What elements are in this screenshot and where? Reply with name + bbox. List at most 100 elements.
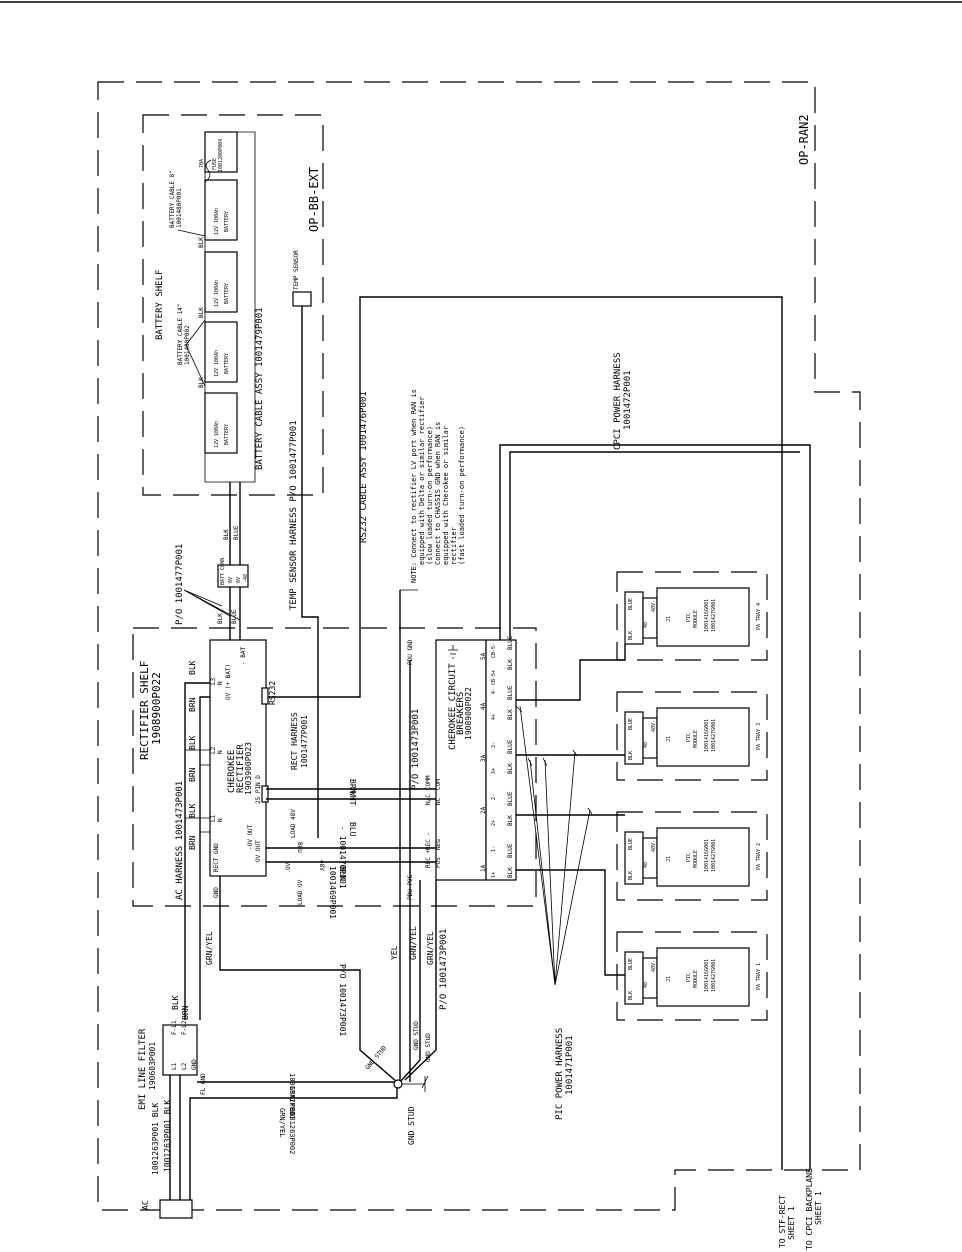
- svg-text:BLK: BLK: [223, 529, 230, 540]
- svg-text:J1: J1: [666, 616, 672, 622]
- svg-text:1-: 1-: [491, 846, 497, 852]
- svg-text:N: N: [217, 818, 224, 822]
- svg-text:L1: L1: [171, 1062, 178, 1070]
- pic-module-tray-2: BLK BLUE 48 48V- J1 PIC MODULE 1001416G0…: [616, 811, 768, 901]
- svg-text:12V 100Ah: 12V 100Ah: [214, 421, 220, 448]
- svg-text:3-: 3-: [491, 742, 497, 748]
- svg-text:BLUE: BLUE: [507, 635, 514, 650]
- svg-text:OV OUT: OV OUT: [255, 840, 262, 862]
- svg-text:48: 48: [643, 982, 649, 988]
- svg-text:BATT CONN: BATT CONN: [220, 558, 226, 585]
- svg-text:1001416G001: 1001416G001: [704, 599, 710, 632]
- svg-text:1001477P001: 1001477P001: [300, 715, 309, 768]
- battery-shelf-label: BATTERY SHELF: [155, 270, 165, 340]
- svg-text:12V 100Ah: 12V 100Ah: [214, 280, 220, 307]
- op-bb-ext-frame: OP-BB-EXT: [142, 114, 324, 496]
- svg-text:1001541P001: 1001541P001: [288, 1073, 296, 1119]
- svg-text:BLK: BLK: [507, 815, 514, 826]
- svg-text:BATTERY: BATTERY: [224, 353, 230, 374]
- svg-text:L1: L1: [210, 814, 217, 822]
- svg-text:BLUE: BLUE: [628, 838, 634, 850]
- svg-text:2-: 2-: [491, 794, 497, 800]
- svg-text:48V-: 48V-: [651, 720, 657, 732]
- svg-text:COM: COM: [435, 779, 442, 790]
- svg-text:BLK: BLK: [198, 237, 205, 248]
- svg-text:1001416G001: 1001416G001: [704, 719, 710, 752]
- temp-sensor-harness: TEMP SENSOR HARNESS P/O 1001477P001: [289, 420, 299, 610]
- svg-text:GRN/YEL: GRN/YEL: [278, 1108, 286, 1138]
- svg-text:1908900P022: 1908900P022: [464, 687, 473, 740]
- rs232-port: [261, 687, 269, 705]
- svg-text:3+: 3+: [491, 768, 497, 774]
- svg-text:GRN/YEL: GRN/YEL: [409, 926, 418, 960]
- svg-text:CB-5+: CB-5+: [491, 670, 497, 685]
- svg-text:FL GND: FL GND: [200, 1073, 207, 1095]
- svg-text:L3: L3: [210, 677, 217, 685]
- circuit-breakers: CHEROKEE CIRCUIT BREAKERS 1908900P022 P/…: [407, 635, 517, 900]
- svg-text:BLK: BLK: [507, 709, 514, 720]
- svg-text:48V: 48V: [318, 860, 325, 871]
- svg-text:GND STUD: GND STUD: [425, 1033, 432, 1062]
- battery-cell-1: 12V 100Ah BATTERY: [204, 392, 238, 454]
- svg-text:BLUE: BLUE: [231, 609, 238, 624]
- svg-text:48: 48: [643, 742, 649, 748]
- svg-text:PIC: PIC: [686, 613, 692, 622]
- svg-text:5A: 5A: [480, 652, 487, 660]
- svg-text:LOAD OV: LOAD OV: [297, 879, 304, 905]
- battery-cell-2: 12V 100Ah BATTERY: [204, 321, 238, 383]
- svg-text:BRN: BRN: [181, 1005, 190, 1020]
- svg-text:OV (+ BAT): OV (+ BAT): [225, 664, 232, 700]
- svg-text:GRN/YEL: GRN/YEL: [205, 931, 214, 965]
- svg-text:GRN/YEL: GRN/YEL: [426, 931, 435, 965]
- svg-text:4A: 4A: [480, 702, 487, 710]
- svg-text:BLK: BLK: [198, 377, 205, 388]
- svg-text:WHT: WHT: [348, 791, 357, 806]
- batt-conn: BATT CONN 0V 0V -48 P/O 1001477P001 BLK …: [175, 544, 249, 625]
- ac-input: AC 1001263P001 BLK 1001263P001 BLK GRN/Y…: [141, 1075, 398, 1219]
- svg-text:PA TRAY 4: PA TRAY 4: [756, 603, 762, 630]
- svg-text:BLU: BLU: [348, 822, 357, 837]
- svg-text:BLUE: BLUE: [507, 791, 514, 806]
- svg-text:0V: 0V: [236, 577, 242, 583]
- svg-text:RECTIFIER: RECTIFIER: [236, 744, 246, 793]
- svg-text:1001263P002: 1001263P002: [288, 1108, 296, 1154]
- svg-text:BLK: BLK: [217, 613, 224, 624]
- pic-module-tray-4: BLK BLUE 48 48V- J1 PIC MODULE 1001416G0…: [616, 571, 768, 661]
- note: NOTE: Connect to rectifier LV port when …: [400, 389, 466, 591]
- svg-text:SHEET 1: SHEET 1: [814, 1191, 823, 1225]
- svg-text:CHEROKEE CIRCUIT: CHEROKEE CIRCUIT: [448, 663, 458, 750]
- svg-text:PIC: PIC: [686, 733, 692, 742]
- svg-text:CHEROKEE: CHEROKEE: [227, 750, 237, 793]
- svg-text:PA TRAY 1: PA TRAY 1: [756, 963, 762, 990]
- footer-refs: TO STF-RECT SHEET 1 TO CPCI BACKPLANE SH…: [778, 1168, 823, 1250]
- rs232-cable: RS232 CABLE ASSY 1001476P001: [268, 296, 783, 1170]
- svg-text:RS232 CABLE ASSY 1001476P001: RS232 CABLE ASSY 1001476P001: [359, 391, 369, 543]
- svg-text:BLK: BLK: [628, 871, 634, 880]
- svg-text:AC: AC: [141, 1200, 150, 1210]
- svg-text:1001416G001: 1001416G001: [704, 839, 710, 872]
- battery-cable-8: BATTERY CABLE 8": [169, 170, 176, 228]
- svg-text:NOTE: Connect to rectifier LV: NOTE: Connect to rectifier LV port when …: [410, 389, 418, 583]
- cherokee-rectifier: CHEROKEE RECTIFIER 1903900P023 OV (+ BAT…: [209, 639, 304, 905]
- svg-text:GND STUD: GND STUD: [413, 1021, 420, 1050]
- svg-text:BLUE: BLUE: [507, 739, 514, 754]
- svg-text:EMI LINE FILTER: EMI LINE FILTER: [138, 1028, 148, 1110]
- svg-text:MODULE: MODULE: [693, 610, 699, 628]
- svg-text:2A: 2A: [480, 806, 487, 814]
- svg-text:12V 100Ah: 12V 100Ah: [214, 350, 220, 377]
- svg-text:BATTERY: BATTERY: [224, 283, 230, 304]
- svg-text:1001427G001: 1001427G001: [711, 839, 717, 872]
- svg-text:FUSE: FUSE: [212, 158, 218, 170]
- pic-harness-wiring: PIC POWER HARNESS 1001471P001: [515, 644, 626, 1120]
- svg-text:- 1001470P001: - 1001470P001: [338, 826, 347, 889]
- svg-text:BLK: BLK: [507, 763, 514, 774]
- svg-text:-48: -48: [243, 574, 249, 583]
- op-ran2-label: OP-RAN2: [797, 114, 811, 165]
- stud-cables: YEL GRN/YEL GRN/YEL P/O 1001473P001 GND …: [364, 590, 449, 1083]
- svg-text:GND STUD: GND STUD: [364, 1044, 388, 1071]
- battery-cell-3: 12V 100Ah BATTERY: [204, 251, 238, 313]
- svg-text:1001427G001: 1001427G001: [711, 599, 717, 632]
- svg-text:GRN/YEL: GRN/YEL: [288, 1086, 296, 1116]
- svg-text:equipped with Cherokee or simi: equipped with Cherokee or similar: [442, 426, 450, 565]
- svg-text:BLK: BLK: [171, 995, 180, 1010]
